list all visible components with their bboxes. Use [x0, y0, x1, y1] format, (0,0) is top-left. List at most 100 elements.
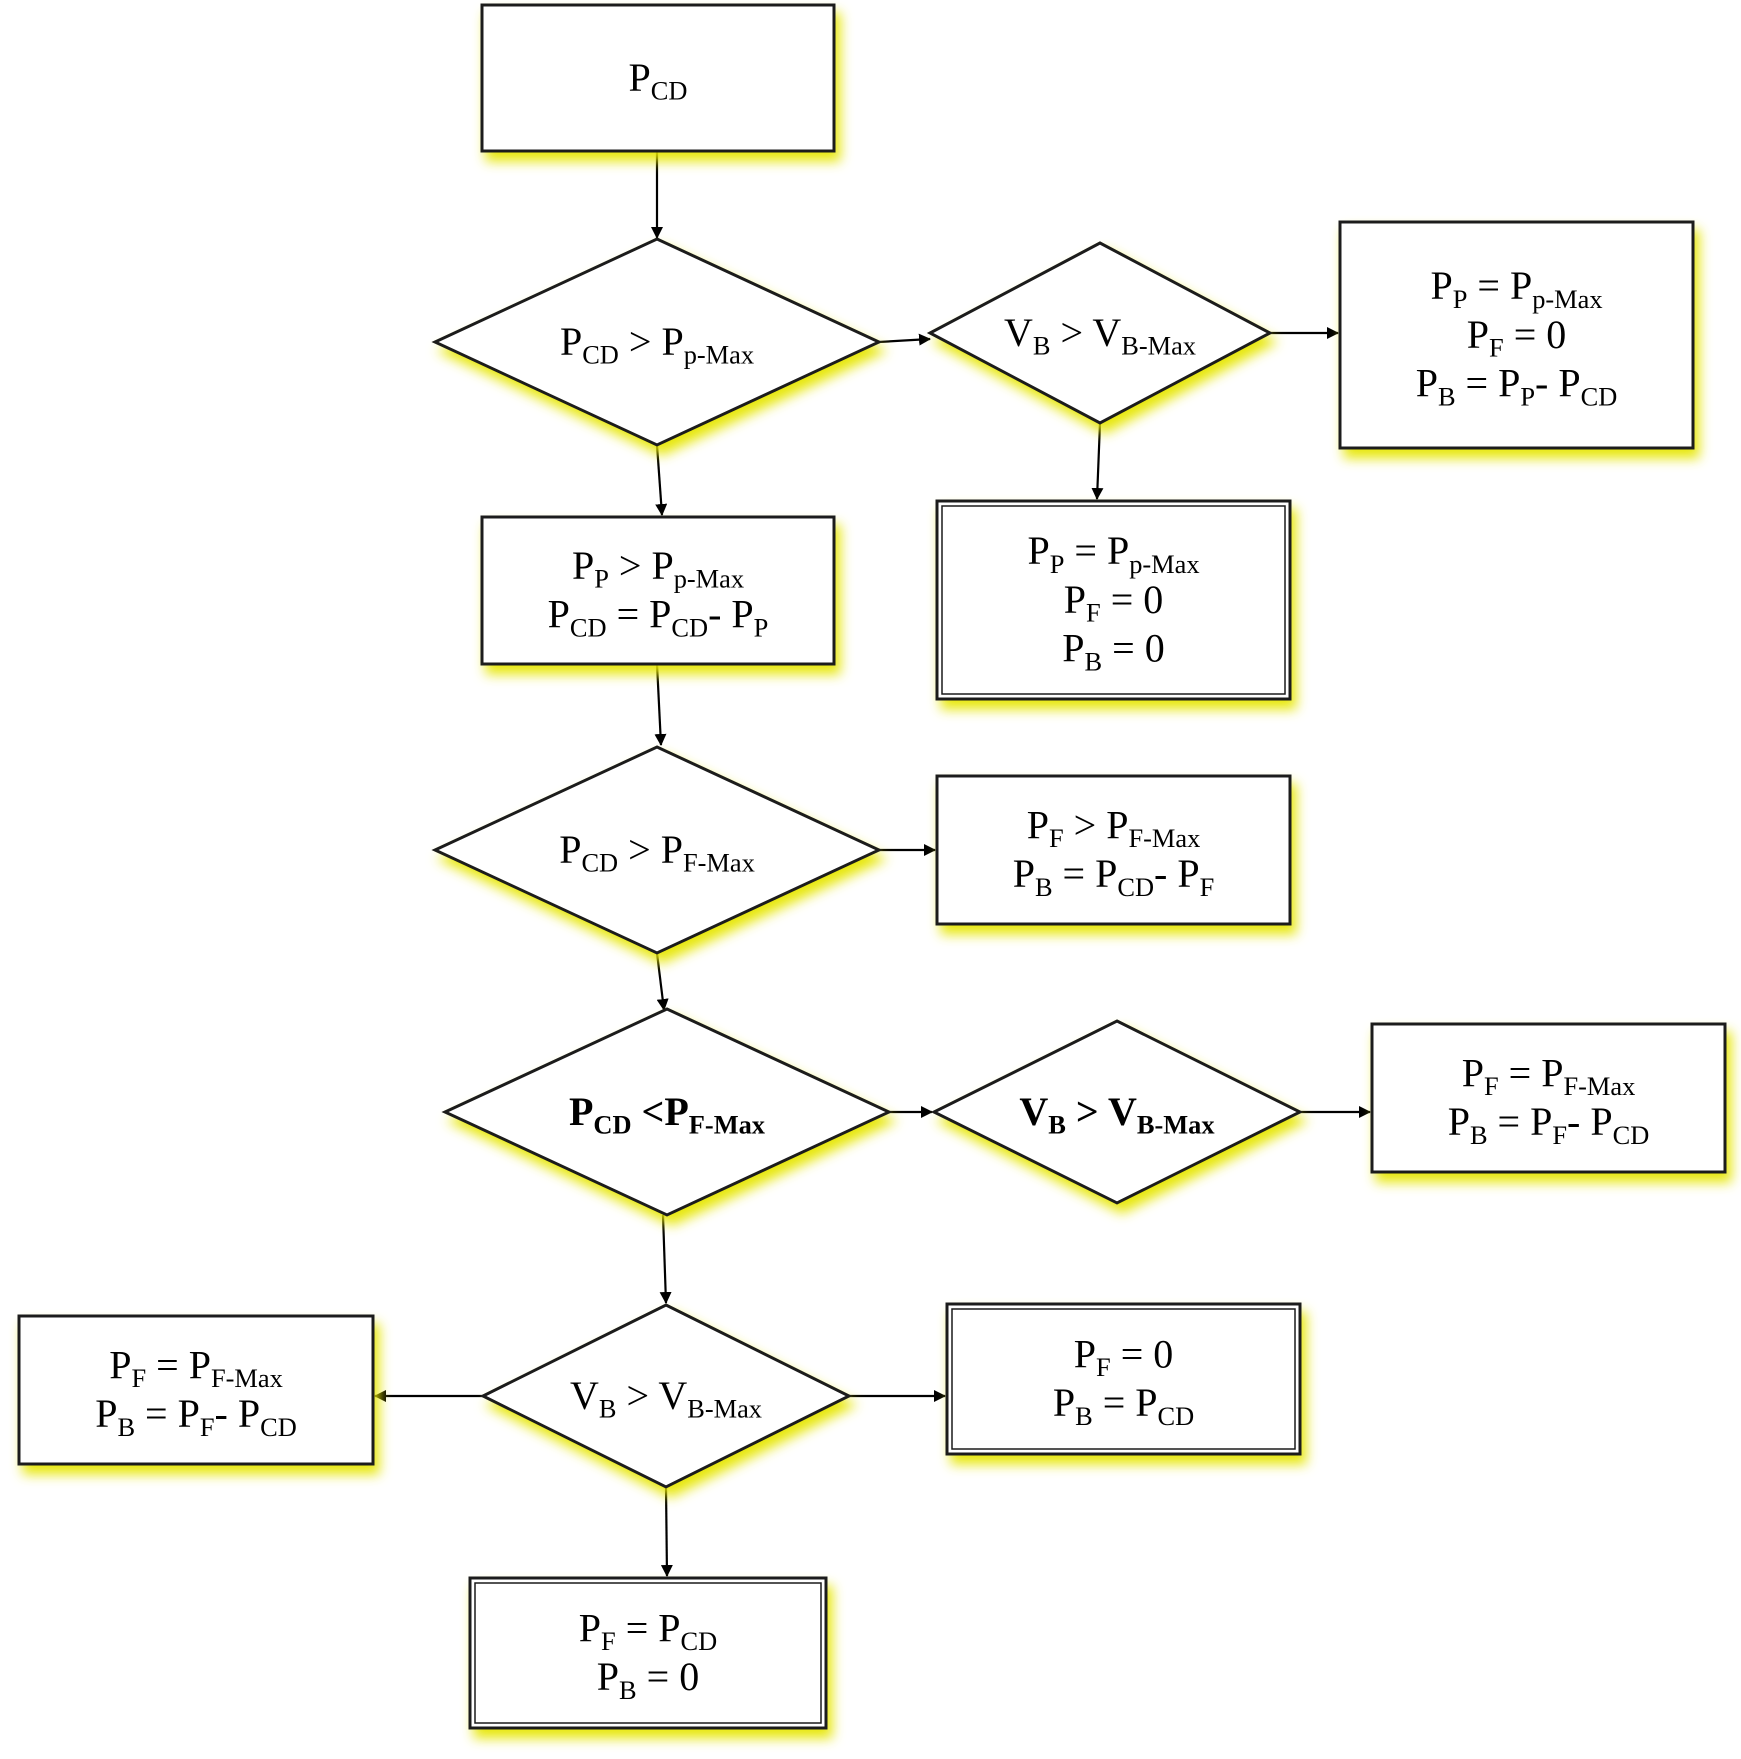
label-text: P — [1064, 577, 1086, 622]
node-label-line: PF​ = 0 — [1074, 1331, 1174, 1382]
label-text: = 0 — [637, 1654, 700, 1699]
decision-d2: VB​ > VB-Max​ — [926, 241, 1274, 425]
label-text: P — [238, 1391, 260, 1436]
diamond-shape — [930, 1019, 1304, 1205]
arrow-d2-r2 — [1091, 422, 1104, 500]
label-text: P — [1106, 802, 1128, 847]
label-subscript: F-Max — [1563, 1071, 1635, 1101]
label-text: P — [178, 1391, 200, 1436]
label-text: P — [629, 55, 651, 100]
process-box-p2: PP​ > Pp-Max​PCD​ = PCD​- PP​ — [480, 515, 836, 666]
label-text: = — [616, 1605, 659, 1650]
label-text: V — [570, 1373, 599, 1418]
label-text: = 0 — [1111, 1331, 1174, 1376]
label-text: V — [1092, 310, 1121, 355]
label-text: > — [617, 1373, 659, 1418]
label-subscript: CD — [260, 1412, 297, 1442]
label-subscript: CD — [1581, 381, 1618, 411]
label-text: P — [1541, 1050, 1563, 1095]
label-text: V — [658, 1373, 687, 1418]
label-text: - — [1535, 361, 1558, 406]
label-text: P — [1074, 1331, 1096, 1376]
node-label-line: PB​ = PCD​- PF​ — [1013, 851, 1215, 902]
label-text: P — [1448, 1099, 1470, 1144]
arrow-d1-p2 — [655, 444, 668, 516]
label-subscript: P — [594, 564, 609, 594]
label-subscript: p-Max — [684, 340, 754, 370]
arrow-d6-r7 — [660, 1486, 673, 1577]
label-subscript: B — [619, 1675, 637, 1705]
label-text: P — [1467, 312, 1489, 357]
decision-d1: PCD​ > Pp-Max​ — [431, 237, 883, 447]
label-text: P — [1510, 263, 1532, 308]
label-subscript: CD — [651, 76, 688, 106]
label-subscript: CD — [671, 613, 708, 643]
label-subscript: CD — [570, 613, 607, 643]
label-subscript: p-Max — [1129, 549, 1199, 579]
box-shape — [945, 1302, 1302, 1456]
label-subscript: F — [131, 1363, 146, 1393]
label-text: P — [579, 1605, 601, 1650]
label-text: P — [597, 1654, 619, 1699]
diamond-shape — [926, 241, 1274, 425]
label-subscript: CD — [593, 1110, 631, 1140]
box-inner-border — [951, 1308, 1296, 1450]
label-text: P — [731, 592, 753, 637]
label-text: P — [1027, 802, 1049, 847]
box-shape — [1370, 1022, 1727, 1174]
label-text: > — [609, 543, 652, 588]
label-text: = — [1499, 1050, 1542, 1095]
label-text: = — [1093, 1380, 1136, 1425]
label-text: P — [559, 827, 581, 872]
label-subscript: CD — [1158, 1401, 1195, 1431]
label-text: P — [1416, 361, 1438, 406]
label-text: - — [1567, 1099, 1590, 1144]
label-subscript: CD — [681, 1626, 718, 1656]
label-subscript: B — [599, 1394, 617, 1424]
label-subscript: B-Max — [1121, 331, 1196, 361]
node-label-line: PP​ = Pp-Max​ — [1027, 528, 1199, 579]
node-label-line: PF​ = PF-Max​ — [109, 1342, 283, 1393]
node-label-line: PB​ = PF​- PCD​ — [95, 1391, 297, 1442]
label-text: = — [1488, 1099, 1531, 1144]
arrow-d1-d2 — [878, 333, 931, 346]
label-subscript: F-Max — [211, 1363, 283, 1393]
decision-d3: PCD​ > PF-Max​ — [431, 745, 883, 955]
process-box-r5: PF​ = PF-Max​PB​ = PF​- PCD​ — [17, 1314, 375, 1466]
connectors — [374, 151, 1371, 1577]
label-text: P — [1135, 1380, 1157, 1425]
node-label-line: PP​ = Pp-Max​ — [1430, 263, 1602, 314]
process-box-r6: PF​ = 0PB​ = PCD​ — [945, 1302, 1302, 1456]
label-text: = — [1064, 528, 1107, 573]
label-subscript: B — [1035, 872, 1053, 902]
label-subscript: F — [1096, 1352, 1111, 1382]
label-text: - — [215, 1391, 238, 1436]
label-text: P — [189, 1342, 211, 1387]
label-text: = — [1467, 263, 1510, 308]
label-subscript: P — [1050, 549, 1065, 579]
label-subscript: P — [754, 613, 769, 643]
label-text: = — [1456, 361, 1499, 406]
label-text: = 0 — [1102, 626, 1165, 671]
node-label-line: PCD​ > PF-Max​ — [559, 827, 755, 878]
box-inner-border — [941, 505, 1286, 695]
box-shape — [17, 1314, 375, 1466]
label-subscript: p-Max — [1532, 284, 1602, 314]
label-text: P — [664, 1089, 688, 1134]
label-text: = — [1053, 851, 1096, 896]
label-subscript: P — [1453, 284, 1468, 314]
node-label-line: PF​ = 0 — [1064, 577, 1164, 628]
box-shape — [480, 3, 836, 153]
diamond-shape — [431, 237, 883, 447]
label-text: > — [618, 827, 661, 872]
label-text: P — [1053, 1380, 1075, 1425]
label-subscript: B — [1033, 331, 1051, 361]
label-subscript: B-Max — [687, 1394, 762, 1424]
decision-d6: VB​ > VB-Max​ — [479, 1303, 853, 1489]
label-subscript: CD — [582, 340, 619, 370]
node-label-line: PP​ > Pp-Max​ — [572, 543, 744, 594]
label-text: < — [632, 1089, 665, 1134]
node-label-line: PF​ > PF-Max​ — [1027, 802, 1201, 853]
label-text: P — [661, 319, 683, 364]
decision-d4: PCD​ <PF-Max​ — [441, 1007, 893, 1217]
